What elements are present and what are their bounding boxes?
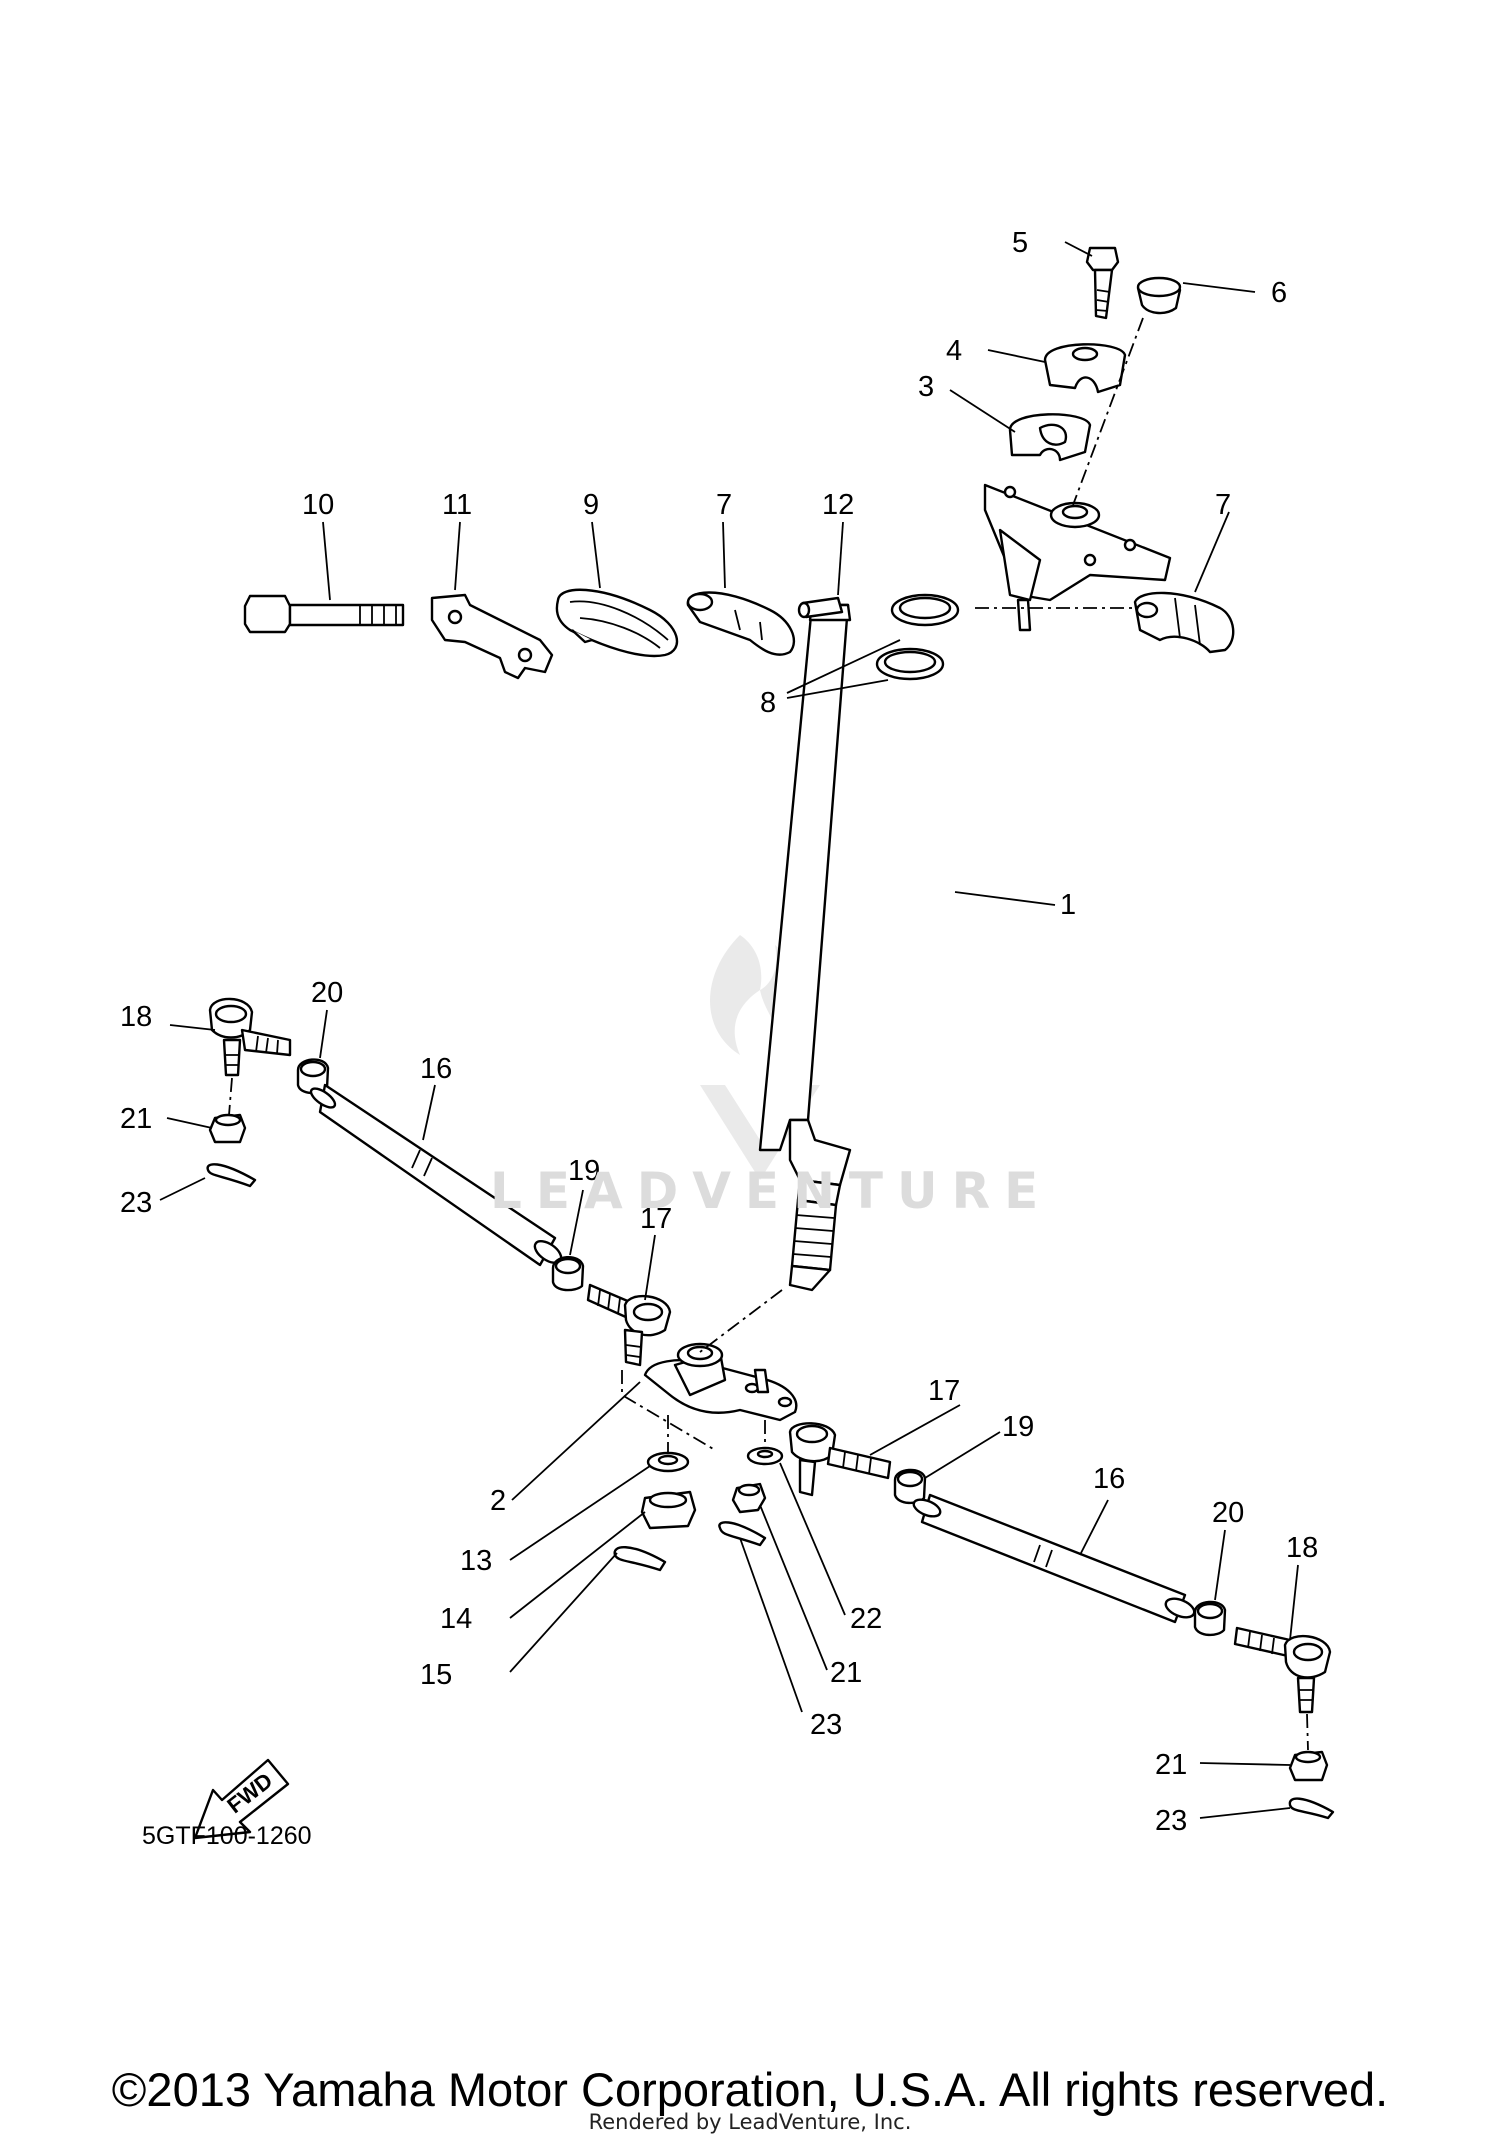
diagram-code: 5GTF100-1260 xyxy=(142,1822,312,1850)
callout-19-left: 19 xyxy=(568,1155,600,1187)
callout-23-right: 23 xyxy=(1155,1805,1187,1837)
bolt-part-5 xyxy=(1085,246,1120,320)
callout-20-left: 20 xyxy=(311,977,343,1009)
callout-7-left: 7 xyxy=(716,489,732,521)
callout-17-right: 17 xyxy=(928,1375,960,1407)
callout-4: 4 xyxy=(946,335,962,367)
callout-9: 9 xyxy=(583,489,599,521)
callout-5: 5 xyxy=(1012,227,1028,259)
nut-part-21-left xyxy=(208,1113,247,1144)
cotter-pin-part-23-left xyxy=(206,1163,257,1188)
callout-7-right: 7 xyxy=(1215,489,1231,521)
callout-21-left: 21 xyxy=(120,1103,152,1135)
nut-part-21-right xyxy=(1288,1750,1329,1782)
callout-18-left: 18 xyxy=(120,1001,152,1033)
rendered-by-notice: Rendered by LeadVenture, Inc. xyxy=(588,2110,912,2134)
callout-21-right: 21 xyxy=(1155,1749,1187,1781)
callout-22: 22 xyxy=(850,1603,882,1635)
clamp-part-3 xyxy=(1008,413,1092,462)
nut-part-19-left xyxy=(551,1256,585,1292)
clamp-part-7-right xyxy=(1133,591,1235,654)
bracket-part-11 xyxy=(430,593,554,680)
callout-8: 8 xyxy=(760,687,776,719)
callout-6: 6 xyxy=(1271,277,1287,309)
fwd-arrow-icon: FWD xyxy=(193,1758,290,1840)
alignment-lines xyxy=(228,317,1309,1751)
pitman-arm-part-2 xyxy=(643,1342,798,1422)
callout-1: 1 xyxy=(1060,889,1076,921)
tie-rod-end-part-17-right xyxy=(788,1422,892,1497)
callout-14: 14 xyxy=(440,1603,472,1635)
tie-rod-end-part-17-left xyxy=(586,1283,672,1367)
bolt-part-10 xyxy=(243,594,405,634)
callout-21-center: 21 xyxy=(830,1657,862,1689)
callout-13: 13 xyxy=(460,1545,492,1577)
tie-rod-part-16-right xyxy=(912,1493,1196,1624)
callout-numbers: 5 6 4 3 10 11 9 7 12 7 8 1 20 18 16 21 1… xyxy=(120,227,1318,1837)
tie-rod-end-part-18-left xyxy=(208,997,292,1077)
watermark-text: LEADVENTURE xyxy=(490,1162,1053,1220)
callout-16-left: 16 xyxy=(420,1053,452,1085)
callout-16-right: 16 xyxy=(1093,1463,1125,1495)
callout-3: 3 xyxy=(918,371,934,403)
leader-lines xyxy=(159,241,1299,1819)
nut-part-14 xyxy=(640,1490,697,1530)
tie-rod-part-16-left xyxy=(309,1083,563,1267)
callout-11: 11 xyxy=(442,489,472,521)
callout-12: 12 xyxy=(822,489,854,521)
seal-part-8 xyxy=(875,593,960,681)
cotter-pin-part-15 xyxy=(613,1546,667,1572)
callout-20-right: 20 xyxy=(1212,1497,1244,1529)
callout-15: 15 xyxy=(420,1659,452,1691)
callout-18-right: 18 xyxy=(1286,1532,1318,1564)
cotter-pin-part-23-right xyxy=(1288,1797,1335,1820)
callout-17-left: 17 xyxy=(640,1203,672,1235)
washer-part-13 xyxy=(646,1451,690,1473)
callout-19-right: 19 xyxy=(1002,1411,1034,1443)
cotter-pin-part-23-center xyxy=(718,1521,767,1547)
callout-2: 2 xyxy=(490,1485,506,1517)
cap-part-6 xyxy=(1136,276,1182,315)
tie-rod-end-part-18-right xyxy=(1233,1626,1332,1714)
copyright-notice: ©2013 Yamaha Motor Corporation, U.S.A. A… xyxy=(111,2063,1389,2116)
shaft-upper-bracket xyxy=(983,483,1172,632)
callout-10: 10 xyxy=(302,489,334,521)
callout-23-center: 23 xyxy=(810,1709,842,1741)
pin-part-12 xyxy=(797,596,844,619)
clamp-part-4 xyxy=(1043,343,1127,394)
nut-part-19-right xyxy=(893,1468,927,1505)
washer-part-22 xyxy=(746,1446,784,1466)
nut-part-20-right xyxy=(1193,1600,1227,1637)
spring-part-9 xyxy=(555,588,679,658)
clamp-part-7-left xyxy=(686,591,796,656)
callout-23-left: 23 xyxy=(120,1187,152,1219)
nut-part-21-center xyxy=(731,1482,767,1514)
